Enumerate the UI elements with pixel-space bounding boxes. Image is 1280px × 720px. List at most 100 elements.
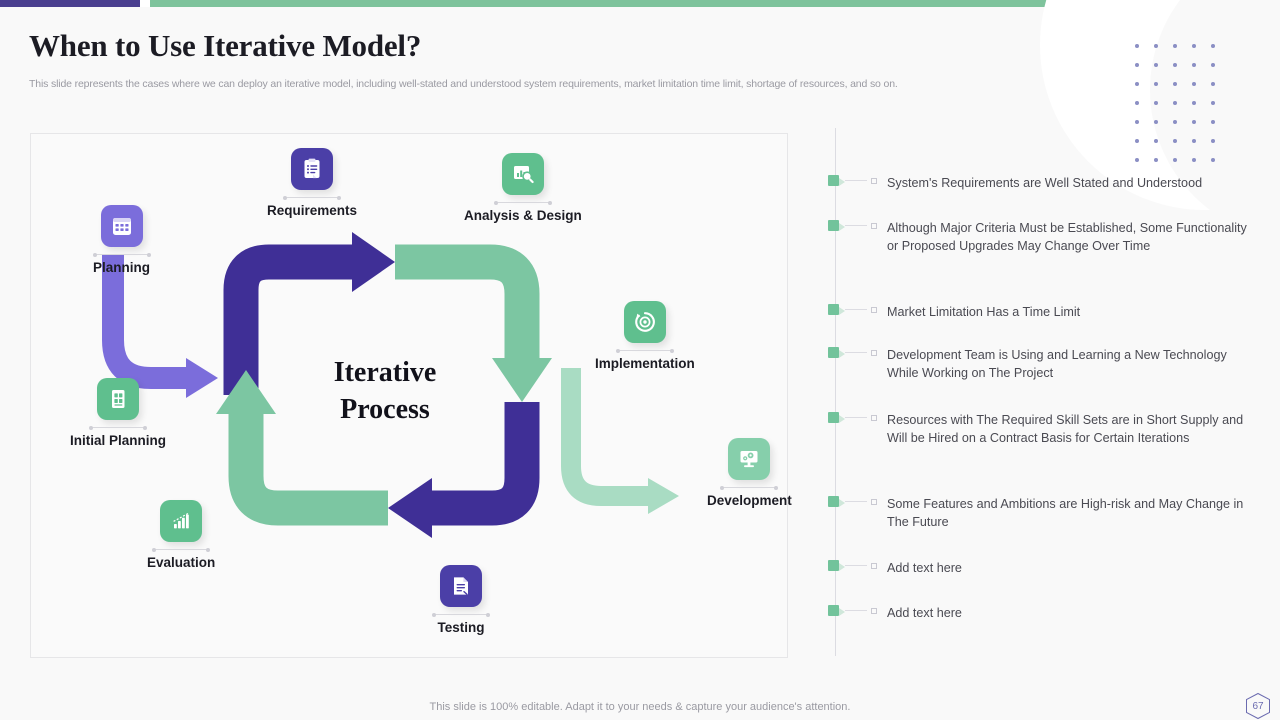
list-item-text: Add text here [887, 561, 962, 575]
node-label: Testing [437, 620, 485, 635]
decorative-dot [1173, 101, 1177, 105]
list-connector-line [845, 180, 867, 181]
decorative-dot [1154, 44, 1158, 48]
list-connector-line [845, 309, 867, 310]
hexagon-shape [1246, 692, 1270, 720]
decorative-dot [1173, 44, 1177, 48]
list-marker-arrow-icon [839, 563, 845, 571]
list-item-text: Market Limitation Has a Time Limit [887, 305, 1081, 319]
list-marker-arrow-icon [839, 350, 845, 358]
decorative-dot [1154, 101, 1158, 105]
node-initial-planning[interactable]: Initial Planning [70, 378, 166, 448]
list-connector-line [845, 225, 867, 226]
list-marker-arrow-icon [839, 608, 845, 616]
decorative-dot [1211, 44, 1215, 48]
decorative-dot [1211, 82, 1215, 86]
decorative-dot [1173, 63, 1177, 67]
node-underline [89, 425, 147, 430]
decorative-dot [1192, 158, 1196, 162]
list-marker-square [828, 560, 839, 571]
list-vertical-rail [835, 128, 836, 656]
node-testing[interactable]: Testing [432, 565, 490, 635]
decorative-dot [1135, 44, 1139, 48]
decorative-dot [1211, 101, 1215, 105]
list-connector-line [845, 352, 867, 353]
list-marker-arrow-icon [839, 415, 845, 423]
list-bullet-square-icon [871, 178, 877, 184]
decorative-dot [1154, 82, 1158, 86]
decorative-dot [1173, 139, 1177, 143]
decorative-dot [1192, 139, 1196, 143]
list-item[interactable]: Development Team is Using and Learning a… [828, 346, 1259, 382]
list-item-text: Resources with The Required Skill Sets a… [887, 413, 1244, 445]
node-underline [493, 200, 552, 205]
node-underline [615, 348, 674, 353]
list-marker-square [828, 412, 839, 423]
list-marker-square [828, 347, 839, 358]
node-label: Requirements [267, 203, 358, 218]
list-marker-square [828, 175, 839, 186]
decorative-dot [1154, 63, 1158, 67]
decorative-dot [1211, 158, 1215, 162]
node-underline [720, 485, 779, 490]
decorative-dot [1211, 63, 1215, 67]
node-label: Evaluation [147, 555, 216, 570]
accent-bar-gap [140, 0, 150, 7]
node-development[interactable]: Development [707, 438, 792, 508]
node-label: Development [707, 493, 792, 508]
list-marker-square [828, 605, 839, 616]
list-item-text: Add text here [887, 606, 962, 620]
list-item[interactable]: Add text here [828, 604, 962, 622]
decorative-dot [1135, 101, 1139, 105]
node-evaluation[interactable]: Evaluation [147, 500, 215, 570]
center-line-1: Iterative [333, 357, 437, 388]
list-item[interactable]: Market Limitation Has a Time Limit [828, 303, 1080, 321]
list-item-text: Development Team is Using and Learning a… [887, 348, 1227, 380]
list-item[interactable]: Add text here [828, 559, 962, 577]
bar-chart-icon [160, 500, 203, 542]
list-bullet-square-icon [871, 415, 877, 421]
node-implementation[interactable]: Implementation [595, 301, 695, 371]
list-marker-square [828, 496, 839, 507]
list-bullet-square-icon [871, 350, 877, 356]
decorative-dot [1135, 139, 1139, 143]
top-accent-bar [0, 0, 1280, 7]
list-item[interactable]: System's Requirements are Well Stated an… [828, 174, 1202, 192]
node-label: Implementation [595, 356, 695, 371]
decorative-dot [1173, 158, 1177, 162]
decorative-dot [1135, 63, 1139, 67]
list-item-text: System's Requirements are Well Stated an… [887, 176, 1203, 190]
page-number-badge: 67 [1245, 692, 1271, 720]
node-analysis-design[interactable]: Analysis & Design [464, 153, 582, 223]
diagram-panel [30, 133, 788, 658]
decorative-dot-grid [1135, 44, 1230, 177]
list-bullet-square-icon [871, 307, 877, 313]
decorative-dot [1192, 82, 1196, 86]
list-connector-line [845, 501, 867, 502]
page-subtitle: This slide represents the cases where we… [29, 78, 898, 90]
list-item[interactable]: Some Features and Ambitions are High-ris… [828, 495, 1259, 531]
decorative-dot [1135, 158, 1139, 162]
decorative-dot [1192, 101, 1196, 105]
list-marker-square [828, 304, 839, 315]
footer-note: This slide is 100% editable. Adapt it to… [429, 701, 851, 713]
accent-bar-purple-segment [0, 0, 140, 7]
list-bullet-square-icon [871, 223, 877, 229]
list-marker-arrow-icon [839, 223, 845, 231]
list-item[interactable]: Resources with The Required Skill Sets a… [828, 411, 1259, 447]
node-requirements[interactable]: Requirements [267, 148, 357, 218]
list-item[interactable]: Although Major Criteria Must be Establis… [828, 219, 1259, 255]
list-marker-arrow-icon [839, 178, 845, 186]
list-bullet-square-icon [871, 563, 877, 569]
node-planning[interactable]: Planning [92, 205, 151, 275]
list-item-text: Although Major Criteria Must be Establis… [887, 221, 1247, 253]
page-number-text: 67 [1252, 700, 1264, 712]
calendar-icon [100, 205, 143, 247]
decorative-dot [1211, 139, 1215, 143]
list-marker-arrow-icon [839, 307, 845, 315]
decorative-dot [1173, 82, 1177, 86]
clipboard-list-icon [291, 148, 334, 190]
notes-icon [97, 378, 139, 420]
list-marker-square [828, 220, 839, 231]
